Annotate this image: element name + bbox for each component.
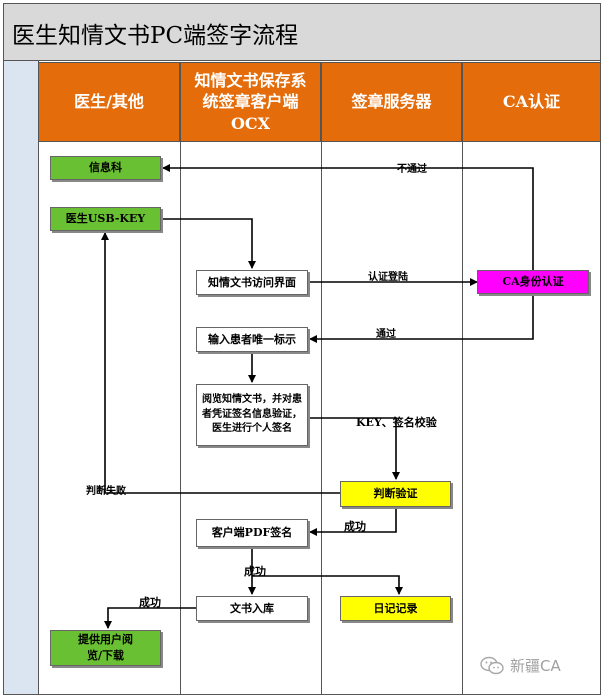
lane-divider bbox=[462, 142, 463, 694]
node-ca-auth: CA身份认证 bbox=[477, 270, 589, 294]
node-log-record: 日记记录 bbox=[340, 596, 451, 621]
page-title: 医生知情文书PC端签字流程 bbox=[12, 23, 299, 49]
node-client-pdf-sign: 客户端PDF签名 bbox=[196, 519, 308, 547]
wechat-icon bbox=[480, 656, 504, 675]
edge-label-success: 成功 bbox=[344, 520, 366, 533]
edge-label-success: 成功 bbox=[139, 596, 161, 609]
edge-label-key-sign-check: KEY、签名校验 bbox=[356, 416, 437, 429]
node-review-sign: 阅览知情文书，并对患者凭证签名信息验证，医生进行个人签名 bbox=[196, 384, 308, 446]
lane-header-ocx-client: 知情文书保存系统签章客户端OCX bbox=[180, 62, 321, 142]
edge-label-not-passed: 不通过 bbox=[397, 164, 427, 175]
lane-header-ca: CA认证 bbox=[462, 62, 601, 142]
arrow-not-passed bbox=[162, 164, 534, 270]
arrow-key-sign-check bbox=[308, 417, 400, 480]
edge-label-passed: 通过 bbox=[376, 329, 396, 340]
arrow-success-2 bbox=[252, 575, 403, 595]
arrow-passed bbox=[309, 294, 534, 343]
edge-label-success: 成功 bbox=[244, 565, 266, 578]
node-access-ui: 知情文书访问界面 bbox=[196, 270, 308, 295]
lane-header-sign-server: 签章服务器 bbox=[321, 62, 462, 142]
node-usb-key: 医生USB-KEY bbox=[50, 207, 161, 231]
node-judge-verify: 判断验证 bbox=[340, 481, 451, 507]
watermark-text: 新疆CA bbox=[510, 657, 561, 675]
node-patient-id: 输入患者唯一标示 bbox=[196, 327, 308, 352]
node-provide-user: 提供用户阅览/下载 bbox=[50, 630, 161, 666]
lane-divider bbox=[180, 142, 181, 694]
title-bar: 医生知情文书PC端签字流程 bbox=[4, 4, 600, 61]
arrow-usbkey-to-access bbox=[161, 218, 256, 269]
node-doc-storage: 文书入库 bbox=[196, 596, 308, 621]
arrow-success-1 bbox=[309, 507, 397, 536]
arrow-judge-fail bbox=[101, 232, 340, 494]
lane-header-doctor: 医生/其他 bbox=[38, 62, 180, 142]
edge-label-judge-fail: 判断失败 bbox=[86, 486, 126, 497]
node-info-dept: 信息科 bbox=[50, 156, 161, 180]
arrow-success-3 bbox=[104, 607, 196, 629]
left-margin-bar bbox=[4, 61, 39, 694]
edge-label-cert-login: 认证登陆 bbox=[368, 272, 408, 283]
